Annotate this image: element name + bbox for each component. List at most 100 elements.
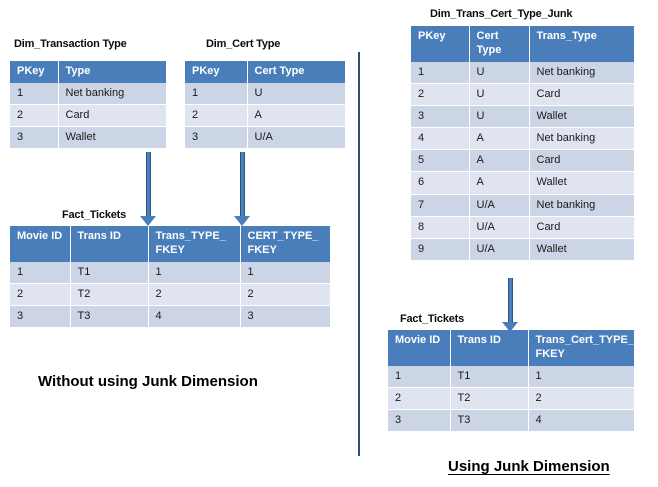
cell-movie-id: 3 <box>10 305 71 329</box>
cell-movie-id: 3 <box>388 409 451 433</box>
cell-cert-type-fkey: 2 <box>240 283 330 306</box>
table-row: 1 Net banking <box>10 82 166 105</box>
table-header-row: PKey Cert Type <box>185 61 345 83</box>
cell-cert-type: A <box>247 104 345 128</box>
table-header-row: PKey Type <box>10 61 166 83</box>
arrow-junk-to-fact <box>502 278 518 332</box>
cell-type: Card <box>58 104 166 128</box>
table-row: 7 U/A Net banking <box>411 194 634 217</box>
table-row: 1 U <box>185 82 345 105</box>
table-row: 4 A Net banking <box>411 127 634 151</box>
section-divider <box>358 52 360 456</box>
cell-trans-type: Net banking <box>529 194 634 217</box>
cell-trans-type-fkey: 4 <box>148 305 241 329</box>
table-row: 2 T2 2 <box>388 387 634 410</box>
label-using-junk-dimension: Using Junk Dimension <box>448 458 610 475</box>
column-header-cert-type: Cert Type <box>247 61 345 83</box>
table-row: 1 T1 1 <box>388 365 634 388</box>
cell-trans-cert-type-fkey: 4 <box>528 409 634 433</box>
cell-pkey: 2 <box>10 104 59 128</box>
cell-trans-id: T1 <box>450 365 529 388</box>
column-header-trans-type: Trans_Type <box>529 26 634 62</box>
cell-cert-type: A <box>469 149 530 173</box>
cell-pkey: 3 <box>185 126 248 150</box>
column-header-movie-id: Movie ID <box>388 330 451 366</box>
cell-cert-type: U <box>469 83 530 106</box>
cell-cert-type: A <box>469 171 530 195</box>
cell-pkey: 7 <box>411 194 470 217</box>
cell-cert-type: U <box>247 82 345 105</box>
cell-cert-type: U <box>469 61 530 84</box>
cell-movie-id: 2 <box>388 387 451 410</box>
cell-cert-type-fkey: 1 <box>240 261 330 284</box>
caption-fact-tickets-left: Fact_Tickets <box>62 209 127 221</box>
table-header-row: PKey Cert Type Trans_Type <box>411 26 634 62</box>
cell-pkey: 1 <box>10 82 59 105</box>
cell-trans-id: T3 <box>450 409 529 433</box>
cell-trans-id: T2 <box>70 283 149 306</box>
cell-pkey: 3 <box>411 105 470 129</box>
column-header-pkey: PKey <box>185 61 248 83</box>
arrow-transaction-to-fact <box>140 152 156 226</box>
cell-trans-type: Wallet <box>529 238 634 262</box>
cell-pkey: 2 <box>411 83 470 106</box>
cell-cert-type: U/A <box>469 194 530 217</box>
cell-pkey: 1 <box>411 61 470 84</box>
column-header-pkey: PKey <box>10 61 59 83</box>
arrow-cert-to-fact <box>234 152 250 226</box>
table-row: 2 T2 2 2 <box>10 283 330 306</box>
table-row: 8 U/A Card <box>411 216 634 240</box>
cell-trans-type-fkey: 2 <box>148 283 241 306</box>
cell-pkey: 5 <box>411 149 470 173</box>
cell-trans-id: T3 <box>70 305 149 329</box>
column-header-cert-type: Cert Type <box>469 26 530 62</box>
cell-trans-id: T2 <box>450 387 529 410</box>
cell-trans-id: T1 <box>70 261 149 284</box>
cell-cert-type: U/A <box>469 238 530 262</box>
column-header-movie-id: Movie ID <box>10 226 71 262</box>
cell-pkey: 4 <box>411 127 470 151</box>
cell-trans-type: Card <box>529 216 634 240</box>
table-row: 5 A Card <box>411 149 634 173</box>
cell-pkey: 2 <box>185 104 248 128</box>
column-header-trans-id: Trans ID <box>70 226 149 262</box>
cell-cert-type-fkey: 3 <box>240 305 330 329</box>
cell-pkey: 1 <box>185 82 248 105</box>
cell-trans-type-fkey: 1 <box>148 261 241 284</box>
table-row: 1 T1 1 1 <box>10 261 330 284</box>
column-header-type: Type <box>58 61 166 83</box>
table-row: 3 T3 4 <box>388 409 634 433</box>
cell-trans-type: Card <box>529 149 634 173</box>
cell-cert-type: U/A <box>247 126 345 150</box>
cell-trans-type: Wallet <box>529 105 634 129</box>
column-header-trans-cert-type-fkey: Trans_Cert_TYPE_ FKEY <box>528 330 634 366</box>
table-row: 9 U/A Wallet <box>411 238 634 262</box>
table-header-row: Movie ID Trans ID Trans_TYPE_ FKEY CERT_… <box>10 226 330 262</box>
column-header-cert-type-fkey: CERT_TYPE_ FKEY <box>240 226 330 262</box>
table-header-row: Movie ID Trans ID Trans_Cert_TYPE_ FKEY <box>388 330 634 366</box>
cell-movie-id: 1 <box>10 261 71 284</box>
cell-pkey: 3 <box>10 126 59 150</box>
cell-cert-type: U <box>469 105 530 129</box>
cell-type: Net banking <box>58 82 166 105</box>
table-fact-tickets-left: Movie ID Trans ID Trans_TYPE_ FKEY CERT_… <box>10 226 330 329</box>
table-dim-cert-type: PKey Cert Type 1 U 2 A 3 U/A <box>185 61 345 150</box>
table-row: 2 U Card <box>411 83 634 106</box>
table-row: 2 A <box>185 104 345 128</box>
table-dim-trans-cert-type-junk: PKey Cert Type Trans_Type 1 U Net bankin… <box>411 26 634 262</box>
table-row: 3 U/A <box>185 126 345 150</box>
cell-trans-type: Card <box>529 83 634 106</box>
cell-pkey: 9 <box>411 238 470 262</box>
cell-movie-id: 1 <box>388 365 451 388</box>
cell-trans-type: Net banking <box>529 61 634 84</box>
table-dim-transaction-type: PKey Type 1 Net banking 2 Card 3 Wallet <box>10 61 166 150</box>
cell-cert-type: A <box>469 127 530 151</box>
caption-fact-tickets-right: Fact_Tickets <box>400 313 465 325</box>
table-row: 3 U Wallet <box>411 105 634 129</box>
cell-cert-type: U/A <box>469 216 530 240</box>
cell-trans-type: Net banking <box>529 127 634 151</box>
caption-dim-trans-cert-type-junk: Dim_Trans_Cert_Type_Junk <box>430 8 573 20</box>
column-header-pkey: PKey <box>411 26 470 62</box>
caption-dim-cert-type: Dim_Cert Type <box>206 38 281 50</box>
